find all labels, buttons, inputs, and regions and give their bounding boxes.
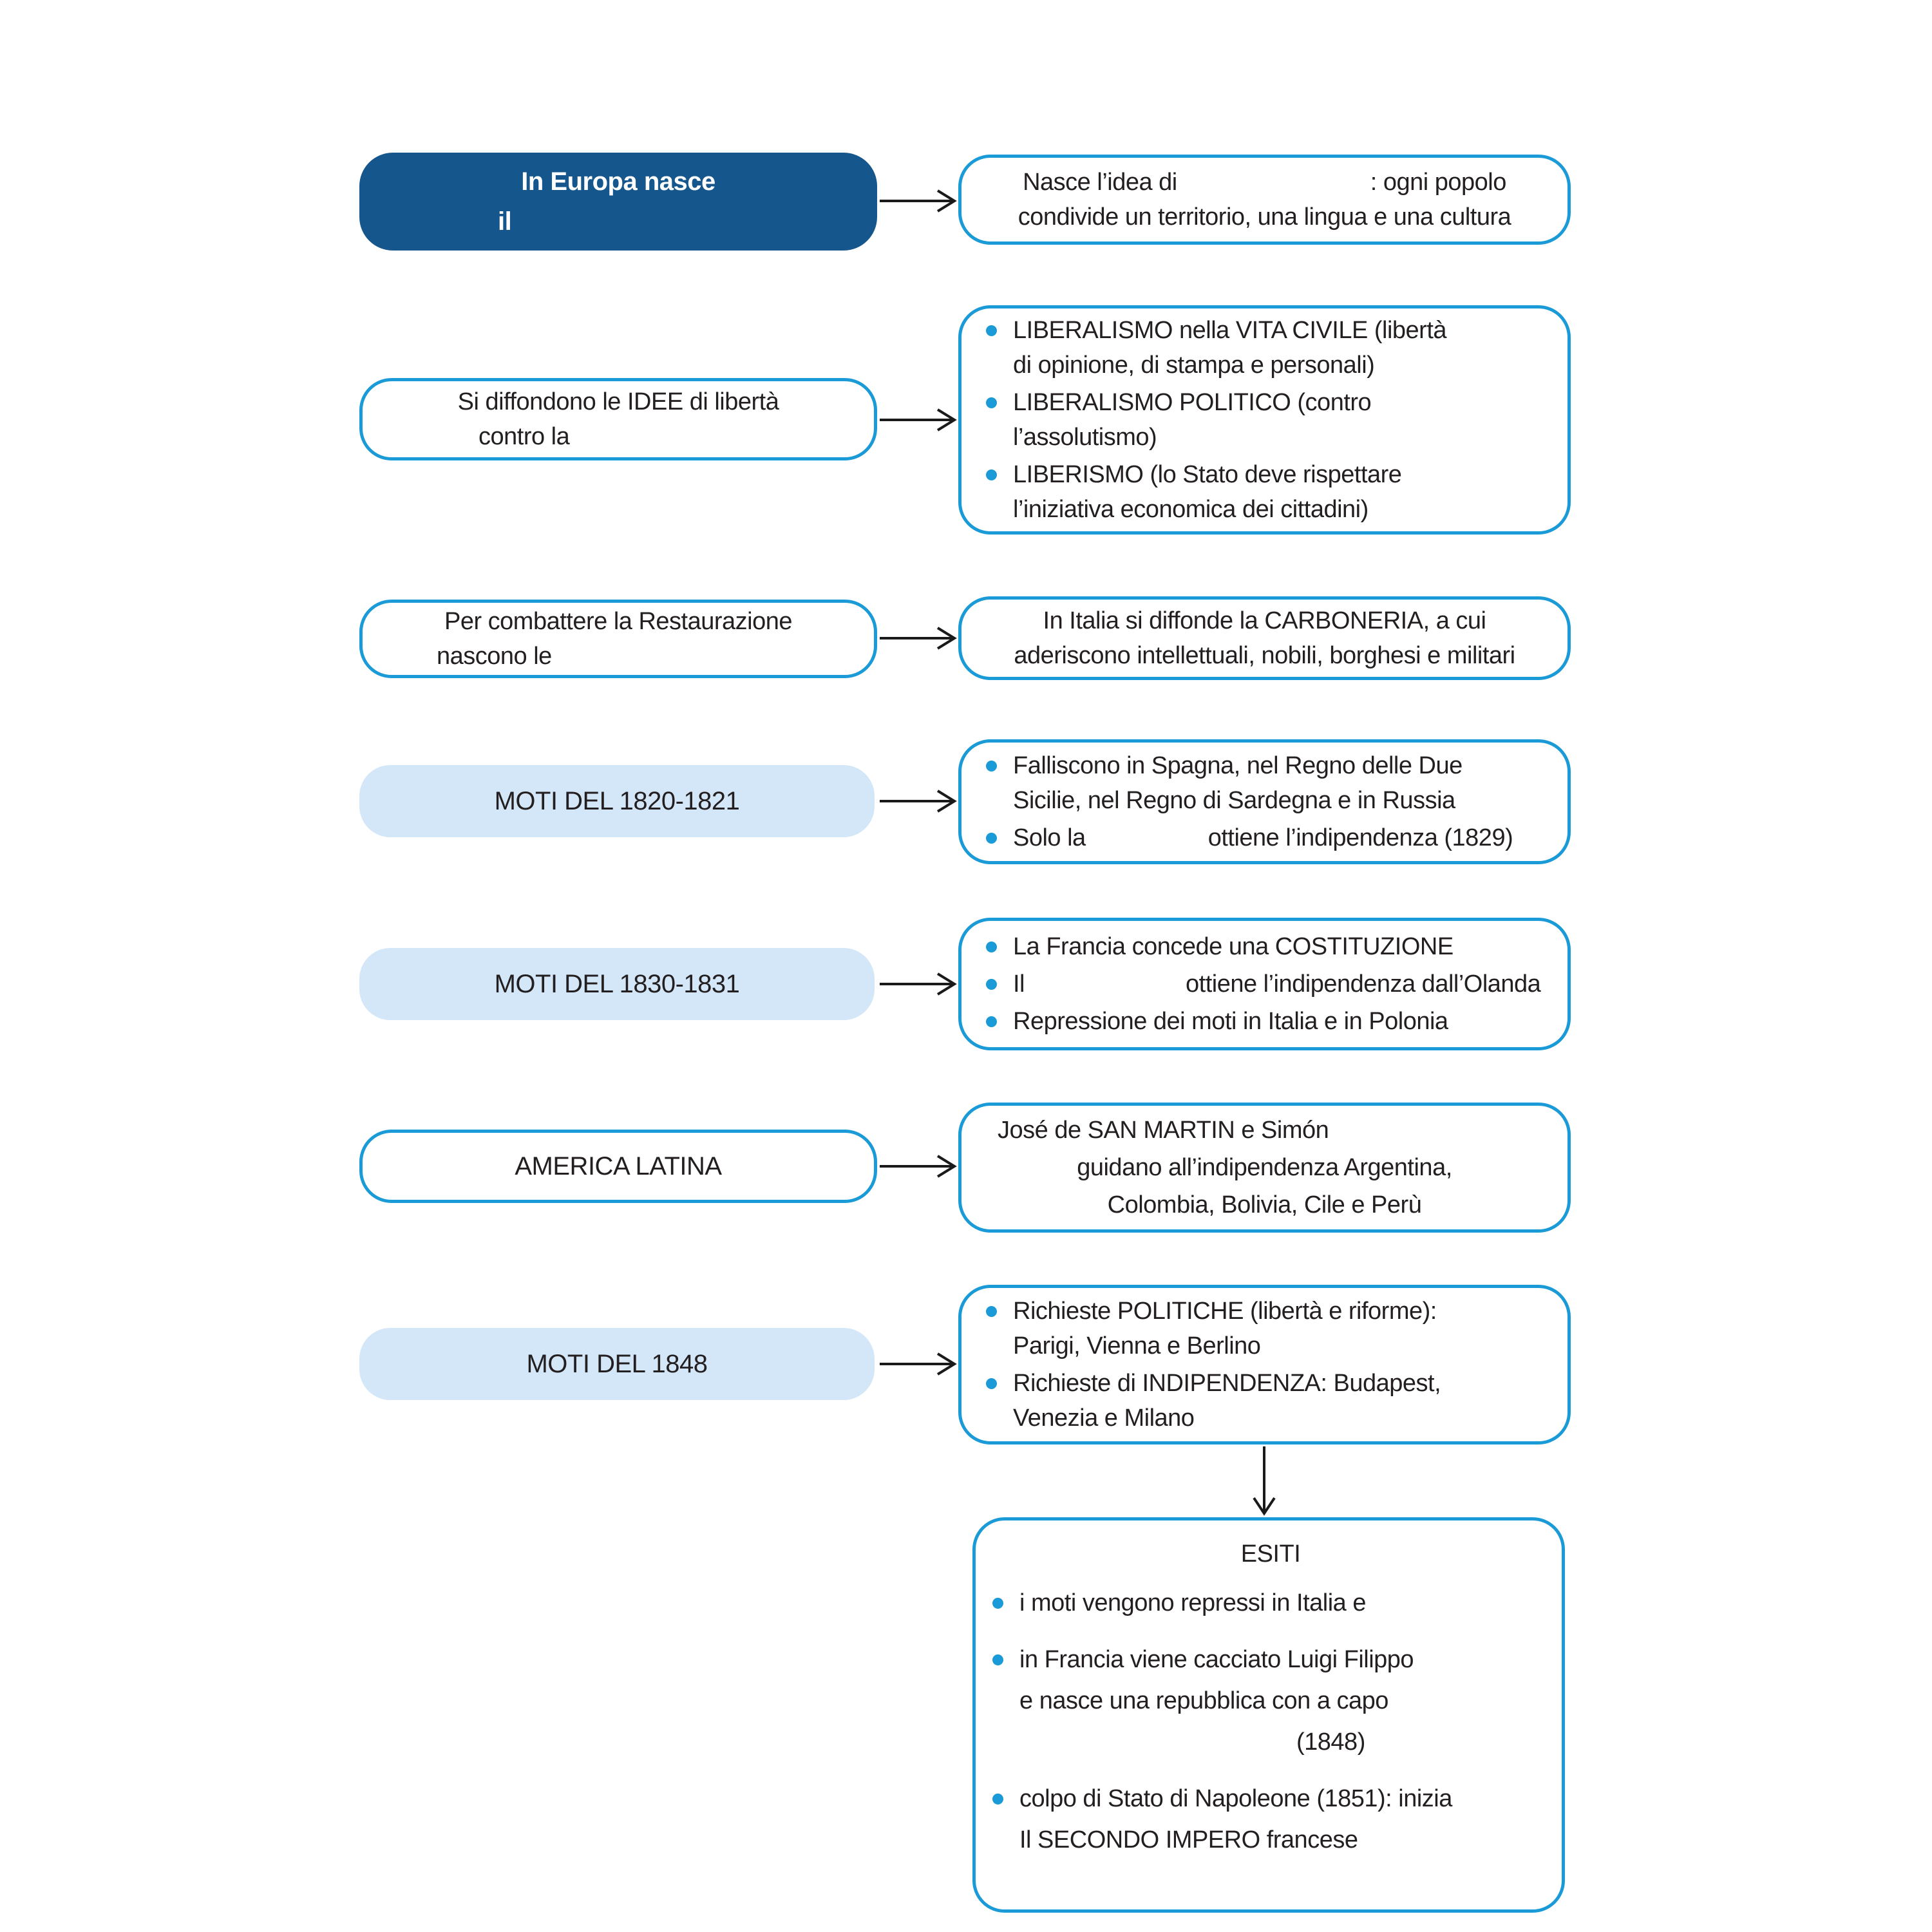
esiti-title: ESITI	[1240, 1540, 1301, 1567]
bullet-dot	[986, 1306, 997, 1317]
moti-1848-b1-line2: Parigi, Vienna e Berlino	[1013, 1332, 1261, 1359]
list-item: Repressione dei moti in Italia e in Polo…	[986, 1004, 1557, 1039]
idea-line1-pre: Nasce l’idea di	[1023, 169, 1177, 196]
node-europa-line2: il	[498, 207, 512, 236]
arrow-row2	[880, 406, 960, 434]
moti-1830-b2-post: ottiene l’indipendenza dall’Olanda	[1186, 971, 1541, 998]
bullet-dot	[986, 1378, 997, 1389]
list-item: i moti vengono repressi in Italia e	[992, 1582, 1549, 1624]
bullet-dot	[992, 1654, 1003, 1665]
arrow-row4	[880, 787, 960, 815]
list-item: in Francia viene cacciato Luigi Filippo …	[992, 1639, 1549, 1763]
moti-1820-b1-line1: Falliscono in Spagna, nel Regno delle Du…	[1013, 752, 1463, 779]
san-martin-line3: Colombia, Bolivia, Cile e Perù	[1107, 1191, 1422, 1218]
bullet-dot	[986, 469, 997, 480]
esiti-b1-line1: i moti vengono repressi in Italia e	[1019, 1589, 1367, 1616]
node-moti-1848-richieste: Richieste POLITICHE (libertà e riforme):…	[958, 1285, 1571, 1444]
fill-in-blank	[1019, 1747, 1296, 1750]
bullet-dot	[992, 1598, 1003, 1609]
list-item: Solo la ottiene l’indipendenza (1829)	[986, 820, 1557, 855]
node-america-latina: AMERICA LATINA	[359, 1130, 877, 1203]
moti-1820-b1-line2: Sicilie, nel Regno di Sardegna e in Russ…	[1013, 787, 1455, 814]
liberismo-line2: l’iniziativa economica dei cittadini)	[1013, 496, 1368, 523]
liberalismo-civile-line1: LIBERALISMO nella VITA CIVILE (libertà	[1013, 317, 1447, 344]
bullet-dot	[986, 397, 997, 408]
san-martin-line1: José de SAN MARTIN e Simón	[998, 1117, 1329, 1144]
san-martin-line2: guidano all’indipendenza Argentina,	[1077, 1154, 1452, 1181]
node-esiti: ESITI i moti vengono repressi in Italia …	[972, 1517, 1565, 1913]
arrow-row5	[880, 970, 960, 998]
node-liberalismo-list: LIBERALISMO nella VITA CIVILE (libertà d…	[958, 305, 1571, 535]
restaurazione-line1: Per combattere la Restaurazione	[444, 608, 793, 635]
node-moti-1848: MOTI DEL 1848	[359, 1328, 875, 1400]
esiti-b3-line2: Il SECONDO IMPERO francese	[1019, 1826, 1358, 1853]
esiti-b2-line3-year: (1848)	[1296, 1728, 1365, 1756]
america-latina-label: AMERICA LATINA	[515, 1152, 722, 1180]
moti-1820-b2-pre: Solo la	[1013, 824, 1086, 851]
list-item: Falliscono in Spagna, nel Regno delle Du…	[986, 748, 1557, 818]
node-idea-di-nazione: Nasce l’idea di : ogni popolo condivide u…	[958, 155, 1571, 245]
bullet-dot	[986, 1016, 997, 1027]
node-restaurazione: Per combattere la Restaurazione nascono …	[359, 600, 877, 678]
bullet-dot	[992, 1794, 1003, 1804]
arrow-row3	[880, 624, 960, 652]
moti-1848-b2-line1: Richieste di INDIPENDENZA: Budapest,	[1013, 1370, 1441, 1397]
list-item: Richieste POLITICHE (libertà e riforme):…	[986, 1294, 1557, 1363]
node-idea-line1: Nasce l’idea di : ogni popolo	[961, 165, 1567, 200]
list-item: La Francia concede una COSTITUZIONE	[986, 929, 1557, 964]
node-europa-line1: In Europa nasce	[521, 167, 715, 196]
list-item: Richieste di INDIPENDENZA: Budapest, Ven…	[986, 1366, 1557, 1435]
idea-line1-post: : ogni popolo	[1370, 169, 1507, 196]
moti-1848-b1-line1: Richieste POLITICHE (libertà e riforme):	[1013, 1298, 1437, 1325]
esiti-b2-line2: e nasce una repubblica con a capo	[1019, 1687, 1388, 1714]
arrow-row7	[880, 1350, 960, 1378]
esiti-b2-line1: in Francia viene cacciato Luigi Filippo	[1019, 1646, 1414, 1673]
moti-1848-label: MOTI DEL 1848	[526, 1350, 708, 1378]
list-item: LIBERALISMO POLITICO (contro l’assolutis…	[986, 385, 1555, 455]
bullet-dot	[986, 761, 997, 772]
carboneria-line2: aderiscono intellettuali, nobili, borghe…	[1014, 642, 1515, 669]
node-europa: In Europa nasce il	[359, 153, 877, 251]
node-moti-1830-esiti: La Francia concede una COSTITUZIONE Il ot…	[958, 918, 1571, 1050]
fill-in-blank	[1086, 843, 1208, 846]
node-moti-1820-esiti: Falliscono in Spagna, nel Regno delle Du…	[958, 739, 1571, 864]
bullet-dot	[986, 833, 997, 844]
arrow-row6	[880, 1152, 960, 1180]
bullet-dot	[986, 325, 997, 336]
esiti-b2-line3: (1848)	[1019, 1721, 1549, 1763]
arrow-down-esiti	[1250, 1446, 1278, 1517]
carboneria-line1: In Italia si diffonde la CARBONERIA, a c…	[1043, 607, 1486, 634]
arrow-row1	[880, 187, 960, 215]
bullet-dot	[986, 979, 997, 990]
moti-1830-label: MOTI DEL 1830-1831	[494, 970, 740, 998]
liberalismo-politico-line2: l’assolutismo)	[1013, 424, 1157, 451]
bullet-dot	[986, 942, 997, 952]
fill-in-blank	[1025, 989, 1186, 992]
moti-1820-label: MOTI DEL 1820-1821	[494, 787, 740, 815]
fill-in-blank	[1177, 187, 1370, 190]
node-san-martin-bolivar: José de SAN MARTIN e Simón guidano all’i…	[958, 1103, 1571, 1233]
moti-1820-b2-post: ottiene l’indipendenza (1829)	[1208, 824, 1513, 851]
list-item: Il ottiene l’indipendenza dall’Olanda	[986, 967, 1557, 1001]
list-item: colpo di Stato di Napoleone (1851): iniz…	[992, 1778, 1549, 1861]
liberismo-line1: LIBERISMO (lo Stato deve rispettare	[1013, 461, 1402, 488]
liberalismo-civile-line2: di opinione, di stampa e personali)	[1013, 352, 1375, 379]
liberalismo-politico-line1: LIBERALISMO POLITICO (contro	[1013, 389, 1372, 416]
moti-1830-b2-pre: Il	[1013, 971, 1025, 998]
node-carboneria: In Italia si diffonde la CARBONERIA, a c…	[958, 596, 1571, 680]
idee-line1: Si diffondono le IDEE di libertà	[457, 388, 779, 415]
node-idea-line2: condivide un territorio, una lingua e un…	[1018, 204, 1511, 231]
node-moti-1820-1821: MOTI DEL 1820-1821	[359, 765, 875, 837]
list-item: LIBERISMO (lo Stato deve rispettare l’in…	[986, 457, 1555, 527]
node-idee-liberta: Si diffondono le IDEE di libertà contro …	[359, 378, 877, 460]
restaurazione-line2: nascono le	[437, 643, 552, 670]
node-moti-1830-1831: MOTI DEL 1830-1831	[359, 948, 875, 1020]
idee-line2: contro la	[478, 423, 570, 450]
list-item: LIBERALISMO nella VITA CIVILE (libertà d…	[986, 313, 1555, 383]
moti-1848-b2-line2: Venezia e Milano	[1013, 1405, 1195, 1432]
moti-1830-b3: Repressione dei moti in Italia e in Polo…	[1013, 1008, 1448, 1035]
esiti-b3-line1: colpo di Stato di Napoleone (1851): iniz…	[1019, 1785, 1452, 1812]
moti-1830-b1: La Francia concede una COSTITUZIONE	[1013, 933, 1454, 960]
